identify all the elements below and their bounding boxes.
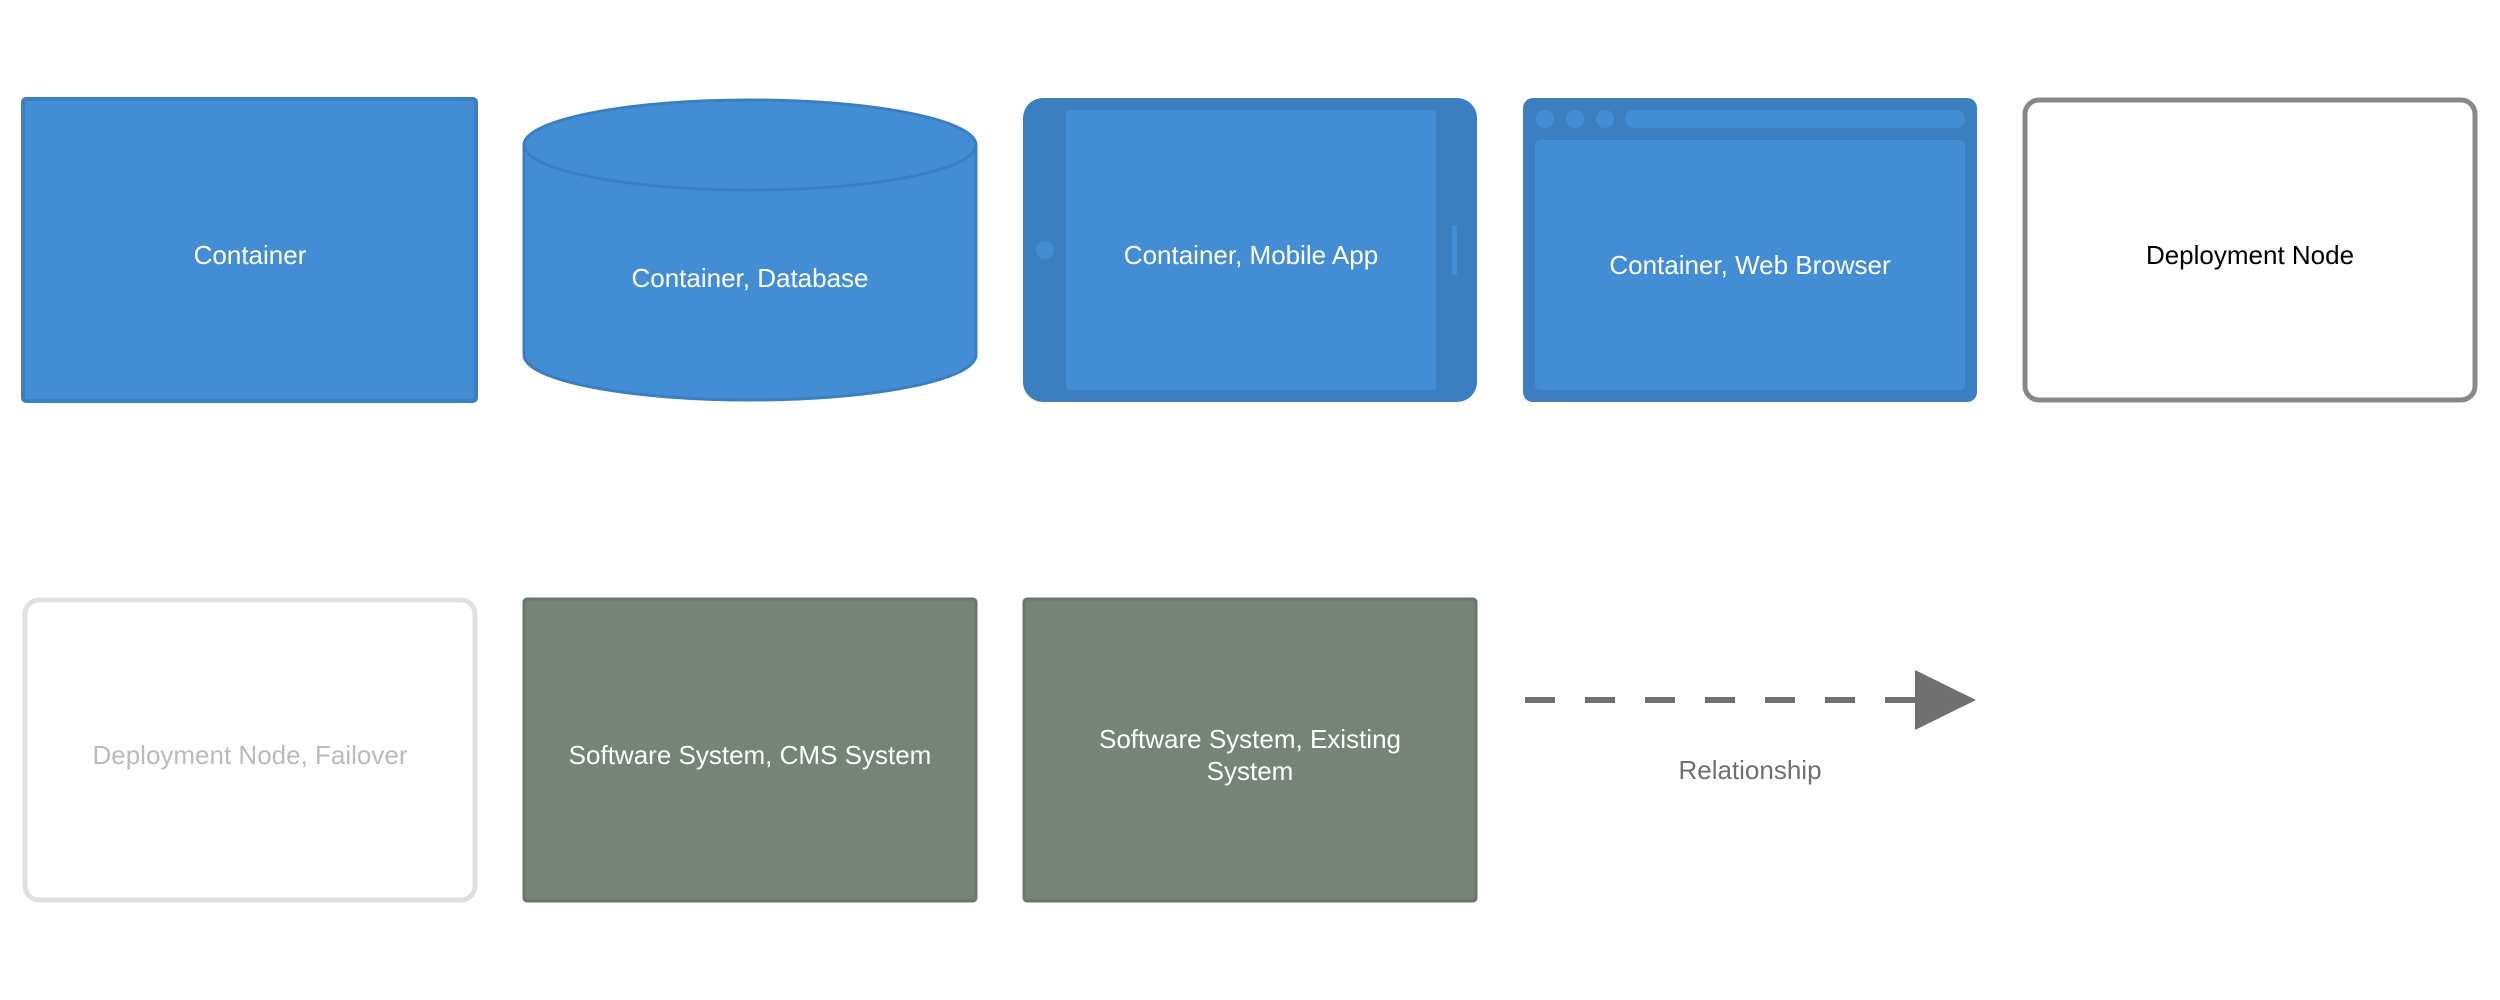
deployment-node-failover-label-text: Deployment Node, Failover xyxy=(92,740,408,770)
cms-system-box xyxy=(522,597,978,903)
web-browser-label-text: Container, Web Browser xyxy=(1609,250,1891,280)
existing-system-shape xyxy=(1022,597,1478,903)
database-top xyxy=(522,98,978,192)
mobile-app-home-button xyxy=(1036,241,1054,259)
database-body xyxy=(522,143,978,402)
cms-system-shape xyxy=(522,597,978,903)
web-browser-label: Container, Web Browser xyxy=(1535,215,1965,315)
mobile-app-label-text: Container, Mobile App xyxy=(1123,240,1379,270)
container-label-text: Container xyxy=(193,240,307,270)
relationship-label: Relationship xyxy=(1525,745,1975,795)
mobile-app-label: Container, Mobile App xyxy=(1066,205,1436,305)
database-label-text: Container, Database xyxy=(631,263,869,293)
deployment-node-failover-label: Deployment Node, Failover xyxy=(25,705,475,805)
relationship-label-text: Relationship xyxy=(1678,755,1822,785)
existing-system-label-text: Software System, Existing System xyxy=(1099,724,1401,786)
web-browser-dot-3 xyxy=(1596,110,1614,128)
cms-system-label-text: Software System, CMS System xyxy=(568,740,932,770)
deployment-node-failover-box xyxy=(22,597,478,903)
database-label: Container, Database xyxy=(525,228,975,328)
container-label: Container xyxy=(25,205,475,305)
web-browser-address-bar xyxy=(1625,110,1965,128)
relationship-arrow xyxy=(1525,670,1976,730)
deployment-node-failover-shape xyxy=(22,597,478,903)
web-browser-dot-2 xyxy=(1566,110,1584,128)
mobile-app-side-slot xyxy=(1452,225,1457,275)
web-browser-content xyxy=(1535,140,1965,390)
container-box xyxy=(21,97,478,403)
deployment-node-box xyxy=(2022,97,2478,403)
web-browser-shape xyxy=(1523,98,1977,402)
database-shape xyxy=(522,98,978,402)
cms-system-label: Software System, CMS System xyxy=(525,705,975,805)
container-shape xyxy=(21,97,478,403)
mobile-app-shape xyxy=(1023,98,1477,402)
web-browser-dot-1 xyxy=(1536,110,1554,128)
relationship-arrowhead-icon xyxy=(1915,670,1976,730)
existing-system-box xyxy=(1022,597,1478,903)
deployment-node-label: Deployment Node xyxy=(2025,205,2475,305)
deployment-node-shape xyxy=(2022,97,2478,403)
existing-system-label: Software System, Existing System xyxy=(1090,705,1410,805)
deployment-node-label-text: Deployment Node xyxy=(2145,240,2355,270)
mobile-app-screen xyxy=(1066,110,1436,390)
